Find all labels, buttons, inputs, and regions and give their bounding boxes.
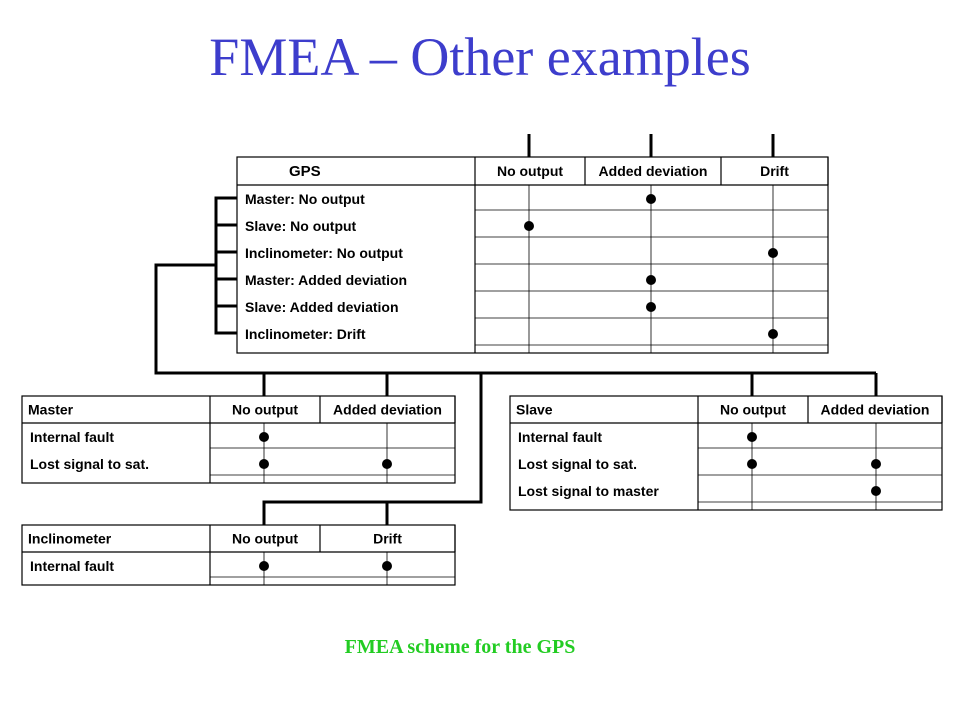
row-label: Master: No output [245,191,365,207]
row-label: Internal fault [30,558,114,574]
row-label: Lost signal to master [518,483,659,499]
column-header: Drift [760,163,789,179]
table-border [236,156,829,354]
failure-dot [646,275,656,285]
table-border [509,395,943,511]
failure-dot [524,221,534,231]
row-label: Slave: No output [245,218,357,234]
failure-dot [382,459,392,469]
failure-dot [259,459,269,469]
column-header: Added deviation [599,163,708,179]
connector-lines [154,134,878,525]
column-header: No output [497,163,563,179]
column-header: Added deviation [821,402,930,418]
table-header-label: Slave [516,402,553,418]
column-header: Drift [373,531,402,547]
failure-dot [259,561,269,571]
failure-dot [747,432,757,442]
gps-table: GPS No output Added deviation DriftMaster: … [236,156,829,354]
table-border [21,524,456,586]
row-label: Inclinometer: No output [245,245,403,261]
row-label: Lost signal to sat. [518,456,637,472]
figure-caption: FMEA scheme for the GPS [344,636,576,658]
table-border [21,395,456,484]
failure-dot [259,432,269,442]
column-header: No output [232,531,298,547]
failure-dot [382,561,392,571]
column-header: Added deviation [333,402,442,418]
column-header: No output [720,402,786,418]
slide-title: FMEA – Other examples [209,27,751,87]
row-label: Internal fault [518,429,602,445]
failure-dot [646,302,656,312]
row-label: Master: Added deviation [245,272,407,288]
table-header-label: Inclinometer [28,531,112,547]
failure-dot [768,248,778,258]
failure-dot [768,329,778,339]
failure-dot [871,459,881,469]
row-label: Inclinometer: Drift [245,326,366,342]
failure-dot [871,486,881,496]
row-label: Internal fault [30,429,114,445]
failure-dot [747,459,757,469]
row-label: Lost signal to sat. [30,456,149,472]
failure-dot [646,194,656,204]
table-header-label: GPS [289,163,321,180]
row-label: Slave: Added deviation [245,299,399,315]
column-header: No output [232,402,298,418]
table-header-label: Master [28,402,74,418]
